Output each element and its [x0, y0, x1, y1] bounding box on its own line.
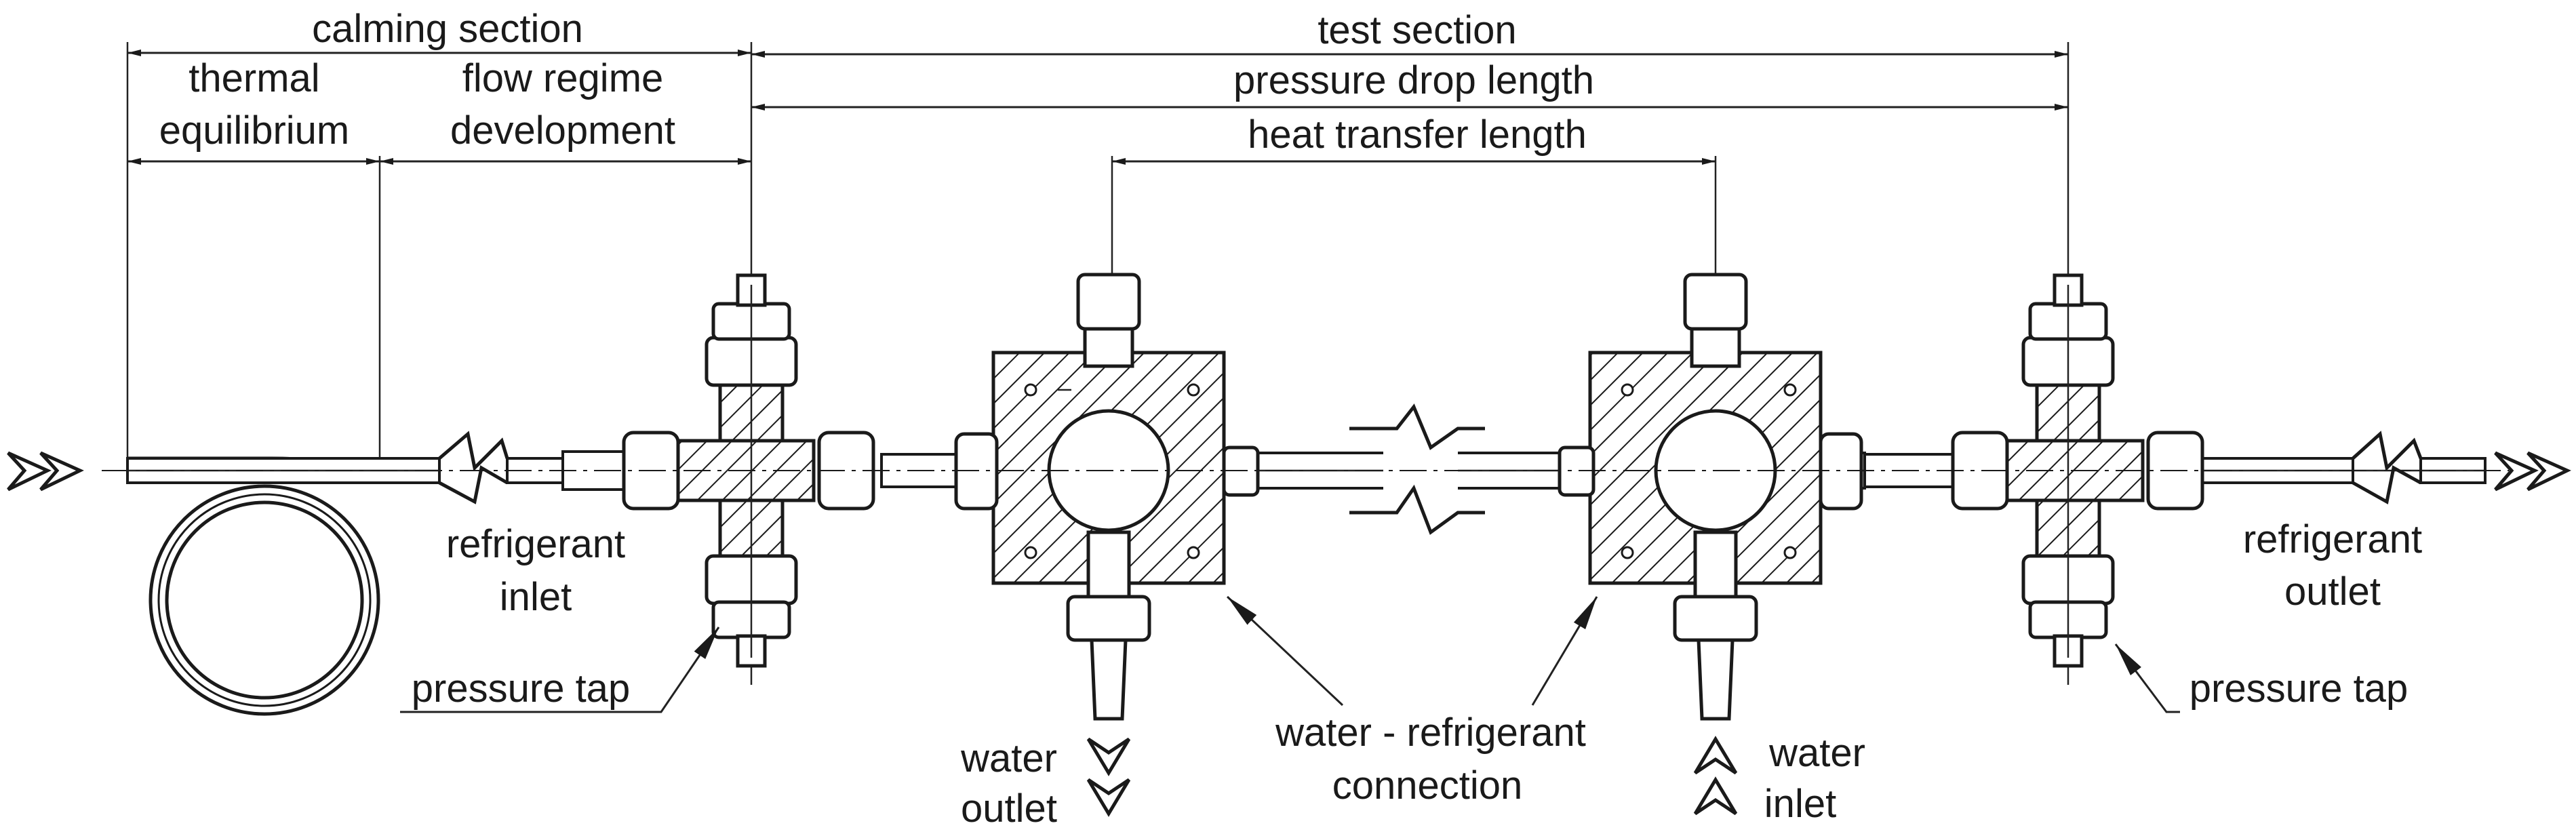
pressure-tap-left-leader: [400, 627, 720, 713]
label-water-inlet-2: inlet: [1764, 782, 1836, 826]
label-refrigerant-outlet-1: refrigerant: [2243, 517, 2422, 561]
label-calming-section: calming section: [312, 7, 583, 51]
pressure-tap-right-leader: [2114, 643, 2180, 713]
labels: calming section thermal equilibrium flow…: [159, 7, 2422, 831]
label-connection-1: water - refrigerant: [1275, 711, 1586, 755]
label-water-outlet-2: outlet: [961, 787, 1057, 831]
label-development: development: [450, 108, 675, 153]
label-refrigerant-outlet-2: outlet: [2284, 570, 2381, 614]
right-water-block: [1558, 273, 1863, 721]
flow-out-arrow-icon: [2494, 451, 2571, 492]
connection-right-leader: [1531, 596, 1598, 706]
label-pressure-tap-right: pressure tap: [2189, 667, 2408, 711]
left-water-block: [954, 273, 1260, 721]
water-outlet-arrow-icon: [1086, 737, 1131, 817]
label-connection-2: connection: [1332, 763, 1523, 808]
label-thermal: thermal: [189, 56, 319, 100]
label-water-inlet-1: water: [1768, 731, 1865, 775]
label-test-section: test section: [1317, 8, 1516, 52]
connection-left-leader: [1226, 595, 1344, 707]
label-flow-regime: flow regime: [462, 56, 664, 100]
label-equilibrium: equilibrium: [159, 108, 349, 153]
calming-coil: [127, 456, 380, 716]
water-inlet-arrow-icon: [1693, 736, 1738, 816]
leader-lines: [400, 595, 2180, 713]
label-pressure-tap-left: pressure tap: [412, 667, 630, 711]
label-heat-transfer-length: heat transfer length: [1248, 113, 1587, 157]
dimension-lines: [127, 49, 2068, 165]
label-water-outlet-1: water: [960, 736, 1057, 780]
label-refrigerant-inlet-2: inlet: [500, 575, 572, 619]
label-pressure-drop-length: pressure drop length: [1233, 58, 1594, 102]
flow-in-arrow-icon: [7, 451, 84, 492]
label-refrigerant-inlet-1: refrigerant: [446, 522, 625, 566]
